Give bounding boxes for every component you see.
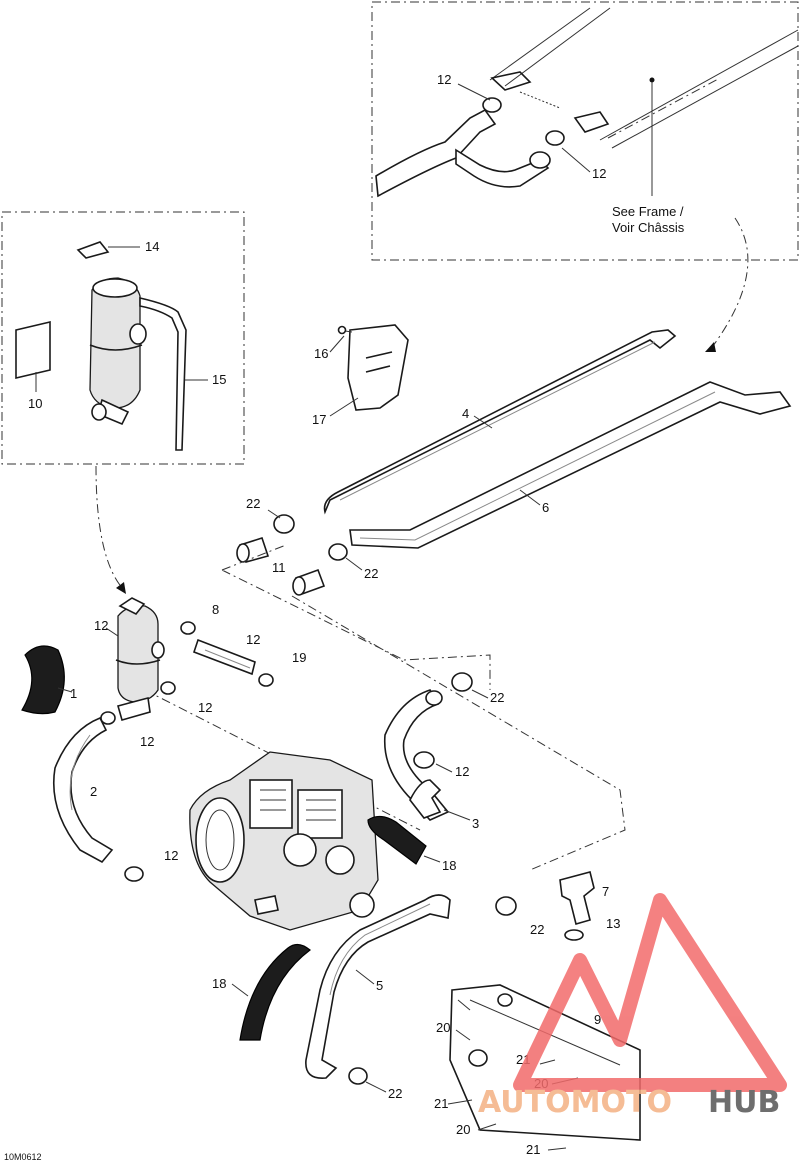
reservoir-detail-inset: 14 15 10 bbox=[1, 211, 245, 465]
watermark-text-secondary: HUB bbox=[708, 1085, 780, 1120]
callout-label: 22 bbox=[530, 922, 544, 937]
callout-label: 12 bbox=[198, 700, 212, 715]
fitting-7: 7 22 13 bbox=[495, 871, 620, 941]
leader-arrow bbox=[95, 465, 125, 591]
watermark-text-primary: AUTOMOTO bbox=[478, 1085, 672, 1120]
automotohub-watermark: AUTOMOTO HUB bbox=[478, 893, 787, 1120]
callout-label: 3 bbox=[472, 816, 479, 831]
callout-label: 19 bbox=[292, 650, 306, 665]
hose-bracket: 16 17 bbox=[312, 324, 409, 427]
arrow-head bbox=[705, 342, 716, 352]
lower-hose-2: 2 12 bbox=[52, 716, 178, 882]
callout-label: 7 bbox=[602, 884, 609, 899]
hose-18-lower bbox=[239, 943, 311, 1041]
callout-label: 22 bbox=[490, 690, 504, 705]
see-frame-note: Voir Châssis bbox=[612, 220, 685, 235]
hose-couplers: 22 11 22 bbox=[236, 496, 378, 596]
callout-label: 2 bbox=[90, 784, 97, 799]
long-coolant-hoses: 4 6 bbox=[323, 329, 792, 549]
hose-5: 5 22 bbox=[305, 894, 451, 1101]
callout-label: 21 bbox=[434, 1096, 448, 1111]
callout-label: 12 bbox=[592, 166, 606, 181]
callout-label: 5 bbox=[376, 978, 383, 993]
callout-label: 14 bbox=[145, 239, 159, 254]
callout-label: 18 bbox=[212, 976, 226, 991]
callout-label: 10 bbox=[28, 396, 42, 411]
callout-label: 12 bbox=[94, 618, 108, 633]
callout-label: 8 bbox=[212, 602, 219, 617]
callout-label: 9 bbox=[594, 1012, 601, 1027]
callout-label: 15 bbox=[212, 372, 226, 387]
callout-label: 20 bbox=[456, 1122, 470, 1137]
figure-code: 10M0612 bbox=[4, 1152, 42, 1162]
callout-label: 13 bbox=[606, 916, 620, 931]
callout-label: 4 bbox=[462, 406, 469, 421]
callout-label: 12 bbox=[140, 734, 154, 749]
callout-label: 22 bbox=[246, 496, 260, 511]
callout-label: 6 bbox=[542, 500, 549, 515]
hose-3: 22 3 12 bbox=[383, 672, 504, 831]
callout-label: 12 bbox=[455, 764, 469, 779]
callout-label: 12 bbox=[246, 632, 260, 647]
engine-block bbox=[189, 751, 379, 931]
arrow-head bbox=[116, 582, 126, 594]
coolant-reservoir: 12 1 8 12 19 12 12 bbox=[21, 597, 306, 749]
callout-label: 20 bbox=[436, 1020, 450, 1035]
leader-arrow bbox=[709, 217, 749, 351]
callout-label: 22 bbox=[364, 566, 378, 581]
callout-label: 1 bbox=[70, 686, 77, 701]
callout-label: 12 bbox=[437, 72, 451, 87]
callout-label: 17 bbox=[312, 412, 326, 427]
callout-label: 21 bbox=[526, 1142, 540, 1157]
callout-label: 12 bbox=[164, 848, 178, 863]
callout-label: 11 bbox=[272, 560, 286, 575]
see-frame-note: See Frame / bbox=[612, 204, 684, 219]
callout-label: 18 bbox=[442, 858, 456, 873]
frame-detail-inset: 12 12 See Frame / Voir Châssis bbox=[371, 1, 799, 261]
callout-label: 22 bbox=[388, 1086, 402, 1101]
callout-label: 16 bbox=[314, 346, 328, 361]
hose-18-upper bbox=[367, 815, 427, 865]
